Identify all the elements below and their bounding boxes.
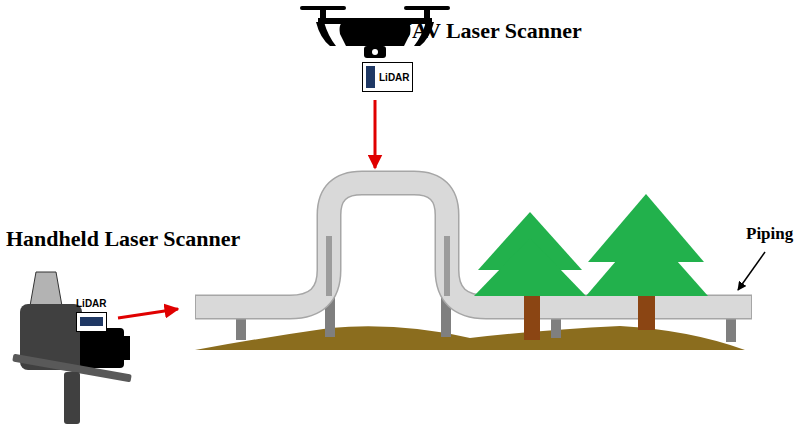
pipe-support bbox=[326, 236, 332, 296]
sensor-label: LiDAR bbox=[76, 298, 107, 310]
ground bbox=[195, 326, 745, 350]
lidar-sensor: LiDAR bbox=[362, 62, 413, 92]
tree bbox=[474, 238, 586, 296]
sensor-window bbox=[366, 66, 375, 88]
device-label: Handheld Laser Scanner bbox=[6, 226, 240, 252]
scan-arrow bbox=[374, 100, 377, 168]
handheld-scanner bbox=[12, 272, 132, 424]
pipe-support bbox=[236, 316, 246, 340]
piping bbox=[196, 183, 751, 307]
sensor-box: LiDAR bbox=[362, 62, 413, 92]
lidar-sensor: LiDAR bbox=[76, 298, 107, 332]
piping bbox=[195, 183, 752, 307]
scan-arrow bbox=[118, 309, 178, 318]
pipe-support bbox=[726, 316, 736, 342]
device-label: UAV Laser Scanner bbox=[396, 18, 582, 44]
tree-trunk bbox=[638, 296, 655, 330]
sensor-window bbox=[80, 317, 103, 326]
sensor-box bbox=[76, 312, 107, 332]
sensor-label: LiDAR bbox=[379, 67, 409, 84]
part-label: Piping bbox=[746, 224, 793, 244]
tree bbox=[586, 226, 708, 296]
pipe-support bbox=[444, 236, 450, 296]
leader-arrow bbox=[738, 252, 765, 290]
tree-trunk bbox=[524, 296, 540, 340]
